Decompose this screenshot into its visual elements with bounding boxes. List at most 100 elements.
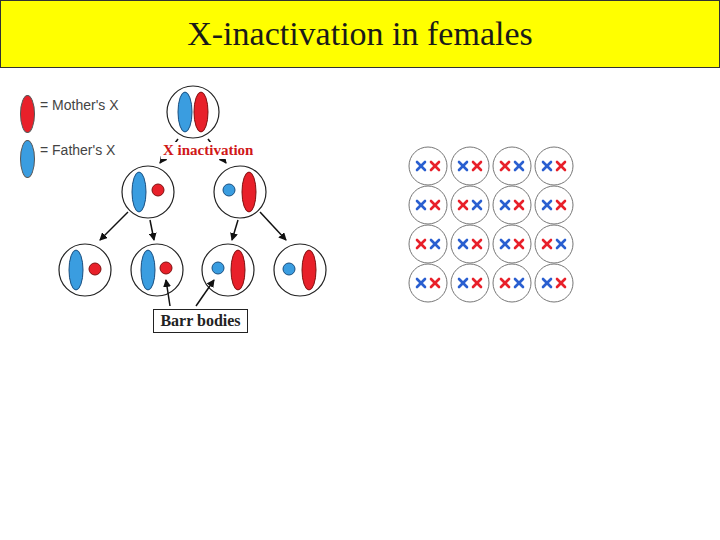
x-chromosome-mark	[473, 201, 481, 209]
cell	[493, 264, 531, 302]
x-chromosome-mark	[431, 201, 439, 209]
x-chromosome-mark	[473, 162, 481, 170]
x-chromosome-mark	[431, 279, 439, 287]
cell	[202, 244, 254, 296]
x-chromosome-mark	[543, 240, 551, 248]
x-chromosome-mark	[417, 240, 425, 248]
x-chromosome-mark	[473, 201, 481, 209]
x-chromosome-mark	[543, 201, 551, 209]
cell	[409, 186, 447, 224]
leader-arrow	[166, 280, 170, 306]
mother-x	[242, 172, 256, 212]
father-x	[132, 172, 146, 212]
x-chromosome-mark	[473, 162, 481, 170]
cell-mosaic	[409, 147, 573, 302]
x-chromosome-mark	[543, 279, 551, 287]
x-chromosome-mark	[515, 162, 523, 170]
legend-text: = Mother's X	[40, 97, 119, 113]
x-chromosome-mark	[473, 279, 481, 287]
x-chromosome-mark	[515, 279, 523, 287]
x-chromosome-mark	[501, 240, 509, 248]
x-chromosome-mark	[501, 201, 509, 209]
father-x	[141, 250, 155, 290]
x-chromosome-mark	[557, 240, 565, 248]
x-chromosome-mark	[417, 279, 425, 287]
x-chromosome-mark	[431, 279, 439, 287]
barr-body	[223, 184, 235, 196]
mother-x	[302, 250, 316, 290]
cell	[131, 244, 183, 296]
arrow	[232, 220, 238, 240]
barr-body	[212, 262, 224, 274]
x-chromosome-mark	[557, 201, 565, 209]
x-chromosome-mark	[459, 279, 467, 287]
mother-x	[231, 250, 245, 290]
x-chromosome-mark	[473, 240, 481, 248]
x-chromosome-mark	[459, 240, 467, 248]
x-chromosome-mark	[543, 162, 551, 170]
x-chromosome-mark	[543, 162, 551, 170]
x-chromosome-mark	[417, 162, 425, 170]
x-chromosome-mark	[431, 240, 439, 248]
x-chromosome-mark	[557, 279, 565, 287]
arrow	[150, 220, 154, 240]
cell	[451, 186, 489, 224]
x-chromosome-mark	[431, 201, 439, 209]
x-chromosome-mark	[431, 240, 439, 248]
x-chromosome-mark	[459, 162, 467, 170]
cell	[493, 225, 531, 263]
cell	[409, 264, 447, 302]
cell	[493, 186, 531, 224]
x-chromosome-mark	[459, 201, 467, 209]
x-chromosome-mark	[431, 162, 439, 170]
cell	[122, 166, 174, 218]
cell	[451, 264, 489, 302]
mother-x	[194, 92, 208, 132]
cell	[167, 86, 219, 138]
title: X-inactivation in females	[187, 15, 533, 53]
x-chromosome-mark	[515, 240, 523, 248]
barr-body	[89, 263, 101, 275]
x-chromosome-mark	[459, 279, 467, 287]
x-chromosome-mark	[501, 162, 509, 170]
x-chromosome-mark	[557, 162, 565, 170]
cell	[493, 147, 531, 185]
legend-text: = Father's X	[40, 142, 115, 158]
x-chromosome-mark	[557, 240, 565, 248]
cell	[409, 225, 447, 263]
cell	[535, 225, 573, 263]
barr-body	[283, 263, 295, 275]
x-chromosome-mark	[557, 162, 565, 170]
father-x	[178, 92, 192, 132]
cell	[451, 225, 489, 263]
leader-arrow	[196, 280, 214, 306]
title-bar: X-inactivation in females	[0, 0, 720, 68]
legend-swatch	[20, 95, 35, 133]
x-chromosome-mark	[501, 279, 509, 287]
callout-text: Barr bodies	[154, 312, 247, 330]
legend-swatch	[20, 140, 35, 178]
cell	[409, 147, 447, 185]
cell	[535, 147, 573, 185]
father-x	[69, 250, 83, 290]
x-chromosome-mark	[543, 240, 551, 248]
cell	[214, 166, 266, 218]
callout-box: Barr bodies	[153, 309, 248, 333]
cell	[274, 244, 326, 296]
cell	[535, 186, 573, 224]
x-chromosome-mark	[557, 279, 565, 287]
x-chromosome-mark	[473, 240, 481, 248]
x-chromosome-mark	[501, 201, 509, 209]
x-chromosome-mark	[417, 240, 425, 248]
x-chromosome-mark	[459, 240, 467, 248]
x-chromosome-mark	[515, 201, 523, 209]
x-chromosome-mark	[417, 201, 425, 209]
cell	[535, 264, 573, 302]
x-chromosome-mark	[473, 279, 481, 287]
x-chromosome-mark	[543, 279, 551, 287]
annotation-label: X inactivation	[161, 142, 255, 159]
x-chromosome-mark	[417, 201, 425, 209]
arrow	[100, 212, 128, 240]
x-chromosome-mark	[515, 279, 523, 287]
